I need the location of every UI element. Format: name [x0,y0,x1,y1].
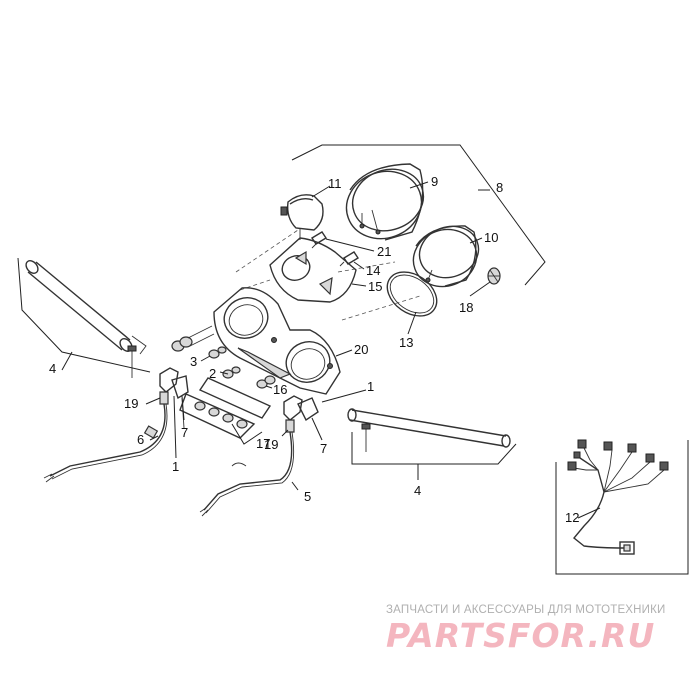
leader-5 [291,481,299,491]
group-bracket-8 [291,144,546,286]
callout-6: 6 [137,432,144,447]
bracket-4-left [17,257,151,373]
indicator-panel [179,377,272,439]
leader-7-left [181,395,185,421]
leader-17 [231,423,263,445]
callout-7-left: 7 [181,425,188,440]
callout-20: 20 [354,342,368,357]
bracket-12 [555,440,689,575]
leader-7-right [311,417,323,441]
wire-harness [567,439,669,555]
leader-15 [351,283,367,287]
leader-1-left [173,395,177,459]
callout-10: 10 [484,230,498,245]
bracket-7-right [297,397,319,422]
handlebar-left [25,260,147,378]
callout-13: 13 [399,335,413,350]
tachometer-cable [199,431,295,517]
speedometer-cable [43,403,168,483]
leader-19-right [281,429,289,437]
leader-9 [409,181,429,189]
leader-12 [577,507,601,519]
tachometer-gauge [412,225,480,288]
callout-9: 9 [431,174,438,189]
leader-16 [265,385,273,389]
callout-16: 16 [273,382,287,397]
callout-18: 18 [459,300,473,315]
cable-fitting-right [283,395,303,433]
speedometer-gauge [345,163,425,241]
meter-housing [213,287,341,395]
callout-1-left: 1 [172,459,179,474]
leader-13 [407,311,417,335]
leader-11 [311,185,331,198]
handlebar-right [347,408,511,452]
leader-1-right [321,389,367,403]
washer-2 [208,346,227,359]
callout-3: 3 [190,354,197,369]
gromet-18 [487,267,501,285]
leader-3 [200,355,211,362]
callout-19-left: 19 [124,396,138,411]
leader-4-left [61,351,73,371]
leader-10 [469,237,483,244]
leader-21 [325,238,375,252]
indicator-housing [280,194,324,240]
leader-2 [219,371,229,375]
bracket-4-right [351,432,517,465]
nut-2b [222,366,241,379]
leader-19-left [145,397,161,405]
callout-5: 5 [304,489,311,504]
leader-20 [335,349,353,357]
callout-12: 12 [565,510,579,525]
callout-15: 15 [368,279,382,294]
leader-6 [149,435,159,441]
callout-2: 2 [209,366,216,381]
callout-19-right: 19 [264,437,278,452]
callout-7-right: 7 [320,441,327,456]
seal-ring [386,271,438,317]
watermark-logo: PARTSFOR.RU [386,616,656,655]
callout-1-right: 1 [367,379,374,394]
gauge-mounting-plate [269,237,357,303]
callout-21: 21 [377,244,391,259]
watermark-tagline: ЗАПЧАСТИ И АКСЕССУАРЫ ДЛЯ МОТОТЕХНИКИ [386,604,666,616]
callout-14: 14 [366,263,380,278]
callout-4-left: 4 [49,361,56,376]
callout-11: 11 [328,176,342,191]
callout-8: 8 [496,180,503,195]
leader-18 [469,281,491,297]
callout-17: 17 [256,436,270,451]
lamp-socket-16 [256,375,276,389]
nut-3 [171,325,215,352]
cable-fitting-left [159,367,179,405]
callout-4-right: 4 [414,483,421,498]
